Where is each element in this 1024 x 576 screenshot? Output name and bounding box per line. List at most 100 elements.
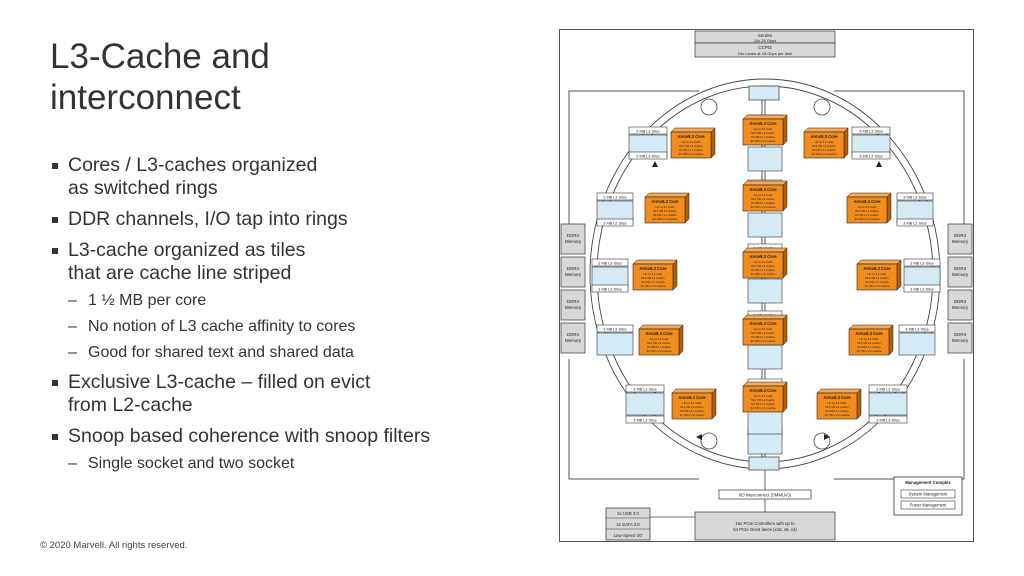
core-spec: 64 KB L1 I-Cache: [679, 148, 703, 152]
core-title: Armv8.3 Core: [863, 266, 891, 271]
core-spec: 512 KB L2 Cache: [679, 144, 703, 148]
l3-slice-tag: [851, 126, 891, 135]
ring-arrow-icon: [696, 434, 702, 440]
l3-slice-box: [747, 410, 783, 436]
slide-title-line2: interconnect: [50, 78, 241, 117]
ddr4-label: DDR4: [567, 233, 580, 238]
core-box: [638, 328, 680, 356]
core-spec: Up to 3.1 GHz: [857, 205, 877, 209]
l3-slice-tag: [591, 284, 629, 293]
ring-bottom-stop: [748, 456, 780, 471]
core-spec: 64 KB L1 I-Cache: [751, 135, 775, 139]
l2-slice-label: 3 MB L2 Slice: [603, 221, 626, 225]
l3-slice-box: [747, 433, 783, 455]
ddr4-memory-label: Memory: [952, 338, 969, 343]
core-box: [742, 318, 784, 346]
management-complex-title: Management Complex: [905, 480, 951, 485]
ring-arrow-icon: [652, 161, 658, 167]
core-spec: 64 KB L1 I-Cache: [751, 268, 775, 272]
ddr4-label: DDR4: [954, 332, 967, 337]
l3-slice-box: [747, 212, 783, 238]
core-top: [670, 127, 716, 133]
core-spec: 32 KB L1 D-Cache: [811, 152, 836, 156]
core-title: Armv8.3 Core: [853, 199, 881, 204]
right-slice-5: 3 MB L3 Slice: [868, 392, 908, 424]
l3-slice-tag: [596, 324, 634, 333]
ring-arrow-icon: [824, 434, 830, 440]
left-slice-4: 3 MB L3 Slice: [596, 324, 634, 356]
core-spec: 32 KB L1 D-Cache: [679, 413, 704, 417]
ccpi-label: CCPI3: [758, 45, 772, 50]
core-spec: 32 KB L1 D-Cache: [750, 339, 775, 343]
l3-slice-label: 3 MB L3 Slice: [633, 418, 656, 422]
ring-switch-icon: [700, 98, 718, 116]
core-spec: Up to 3.1 GHz: [753, 394, 773, 398]
ring-switch-icon: [813, 98, 831, 116]
ddr4-memory-label: Memory: [565, 272, 582, 277]
l2-slice-tag: [896, 218, 934, 227]
ddr4-memory-label: Memory: [952, 239, 969, 244]
l3-slice-tag: [903, 258, 941, 267]
core-top: [632, 259, 678, 265]
bullet-item: Snoop based coherence with snoop filters: [52, 425, 522, 448]
ring-arrow-icon: [876, 161, 882, 167]
core-spec: Up to 3.1 GHz: [655, 205, 675, 209]
core-title: Armv8.3 Core: [645, 331, 673, 336]
core-side: [684, 192, 690, 224]
core-box: [803, 131, 845, 159]
core-spec: 64 KB L1 I-Cache: [751, 201, 775, 205]
ddr4-label: DDR4: [954, 233, 967, 238]
bus-line: [568, 90, 699, 224]
core-spec: Up to 3.1 GHz: [827, 401, 847, 405]
l3-slice-box: [747, 146, 783, 172]
core-top: [644, 192, 690, 198]
core-top: [638, 324, 684, 330]
core-spec: 64 KB L1 I-Cache: [680, 409, 704, 413]
core-side: [896, 259, 902, 291]
core-spec: Up to 3.1 GHz: [649, 337, 669, 341]
bullet-text: No notion of L3 cache affinity to cores: [88, 318, 356, 335]
core-top: [816, 388, 862, 394]
core-spec: 32 KB L1 D-Cache: [750, 406, 775, 410]
l3-slice-label: 3 MB L3 Slice: [876, 418, 899, 422]
core-top: [846, 192, 892, 198]
l3-slice-label: 3 MB L3 Slice: [903, 195, 926, 199]
core-spec: 32 KB L1 D-Cache: [750, 139, 775, 143]
core-spec: Up to 3.1 GHz: [867, 272, 887, 276]
core-spec: 512 KB L2 Cache: [751, 398, 775, 402]
core-side: [782, 381, 788, 413]
ccpi-lanes-label: 24x Lanes at 28 Gbps per lane: [738, 51, 793, 56]
l3-slice-label: 3 MB L3 Slice: [876, 387, 899, 391]
core-title: Armv8.3 Core: [823, 395, 851, 400]
ddr4-memory-label: Memory: [952, 272, 969, 277]
sata-label: 2x SATA 3.0: [616, 522, 640, 527]
core-top: [671, 388, 717, 394]
ccpi-box: [694, 42, 836, 58]
lowspeed-io-box: [605, 507, 651, 541]
ddr4-box: [947, 322, 973, 354]
core-top: [742, 114, 788, 120]
ring-switch-icon: [813, 432, 831, 450]
lowspeed-io-label: Low-Speed I/O: [614, 533, 643, 538]
l3-slice-tag: [868, 384, 908, 393]
ddr4-label: DDR4: [954, 299, 967, 304]
l3-slice-label: 3 MB L3 Slice: [633, 387, 656, 391]
l3-slice-tag: [896, 192, 934, 201]
pcie-controllers-box: [694, 511, 836, 541]
core-spec: 32 KB L1 D-Cache: [750, 272, 775, 276]
l3-slice-tag: [851, 151, 891, 160]
l3-slice-label: 3 MB L3 Slice: [636, 129, 659, 133]
core-spec: 512 KB L2 Cache: [751, 264, 775, 268]
sub-bullet-item: Single socket and two socket: [52, 454, 522, 474]
core-spec: 64 KB L1 I-Cache: [812, 148, 836, 152]
l3-slice-label: 3 MB L3 Slice: [859, 154, 882, 158]
l3-slice-tag: [625, 384, 665, 393]
l3-slice-box: [898, 332, 936, 356]
core-spec: Up to 3.1 GHz: [814, 140, 834, 144]
